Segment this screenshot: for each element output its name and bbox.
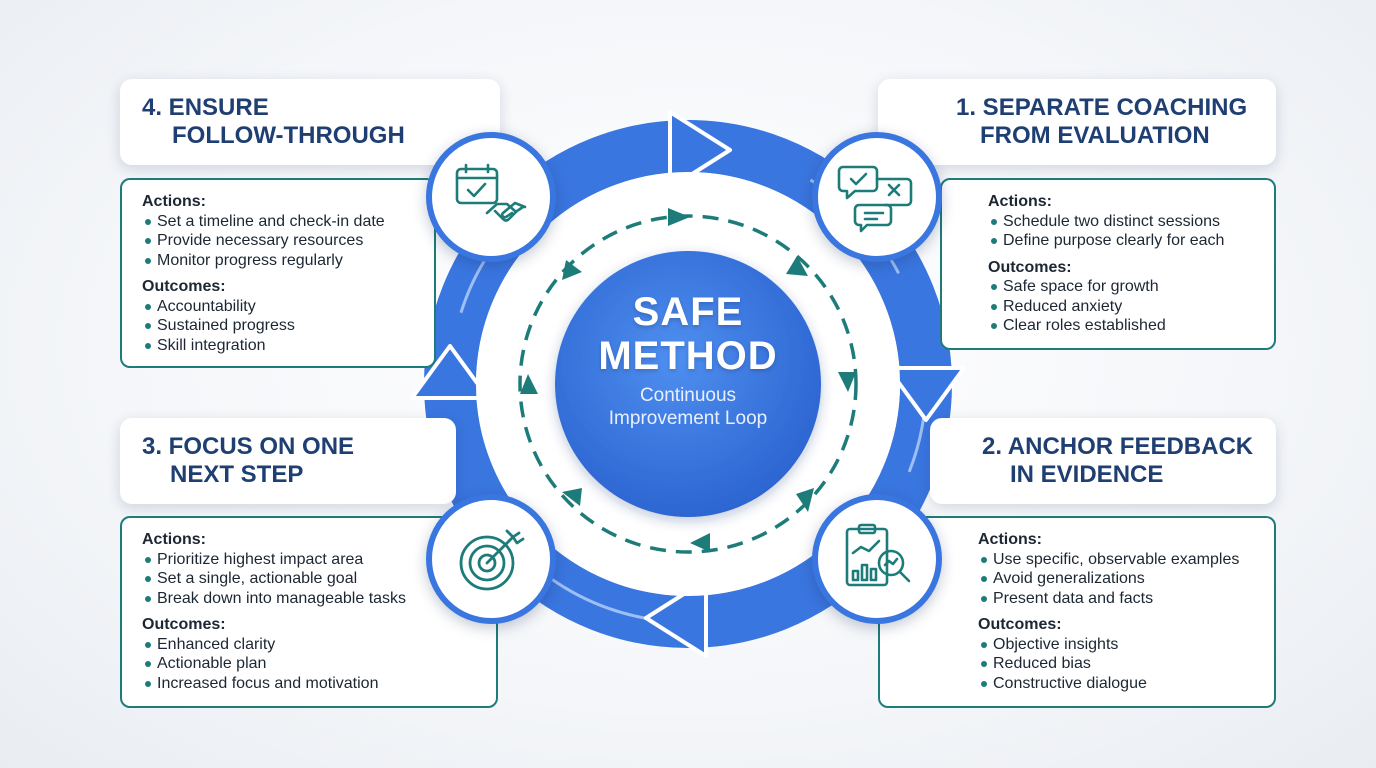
step-4-outcomes-list: Accountability Sustained progress Skill … (142, 297, 434, 356)
step-4-actions-list: Set a timeline and check-in date Provide… (142, 212, 434, 271)
list-item: Define purpose clearly for each (988, 231, 1274, 251)
list-item: Schedule two distinct sessions (988, 212, 1274, 232)
step-4-title-line1: 4. ENSURE (142, 94, 269, 121)
report-magnifier-icon (845, 523, 911, 587)
list-item: Use specific, observable examples (978, 550, 1274, 570)
step-3-icon-circle (426, 494, 556, 624)
list-item: Clear roles established (988, 316, 1274, 336)
step-1-info-box: Actions: Schedule two distinct sessions … (940, 178, 1276, 350)
outer-arrow-left (410, 344, 490, 400)
step-3-title-line2: NEXT STEP (170, 461, 304, 488)
step-4-outcomes-label: Outcomes: (142, 278, 226, 295)
step-3-info-box: Actions: Prioritize highest impact area … (120, 516, 498, 708)
center-disc (555, 251, 821, 517)
list-item: Safe space for growth (988, 277, 1274, 297)
step-4-info-box: Actions: Set a timeline and check-in dat… (120, 178, 436, 368)
step-3-title-line1: 3. FOCUS ON ONE (142, 433, 355, 460)
step-4-title-line2: FOLLOW-THROUGH (172, 122, 405, 149)
step-1-actions-label: Actions: (988, 193, 1052, 210)
list-item: Enhanced clarity (142, 635, 496, 655)
step-2-outcomes-label: Outcomes: (978, 616, 1062, 633)
step-2-title-line2: IN EVIDENCE (1010, 461, 1164, 488)
list-item: Prioritize highest impact area (142, 550, 496, 570)
step-2-info-box: Actions: Use specific, observable exampl… (878, 516, 1276, 708)
list-item: Accountability (142, 297, 434, 317)
step-1-title-card: 1. SEPARATE COACHING FROM EVALUATION (878, 79, 1276, 165)
step-2-actions-list: Use specific, observable examples Avoid … (978, 550, 1274, 609)
list-item: Reduced bias (978, 654, 1274, 674)
list-item: Monitor progress regularly (142, 251, 434, 271)
center-label: SAFE METHOD Continuous Improvement Loop (560, 290, 816, 430)
calendar-handshake-icon (455, 163, 527, 222)
chat-bubbles-icon (837, 165, 913, 233)
step-1-icon-circle (812, 132, 942, 262)
list-item: Objective insights (978, 635, 1274, 655)
step-4-actions-label: Actions: (142, 193, 206, 210)
step-2-outcomes-list: Objective insights Reduced bias Construc… (978, 635, 1274, 694)
list-item: Actionable plan (142, 654, 496, 674)
list-item: Avoid generalizations (978, 569, 1274, 589)
outer-arrow-top (668, 110, 732, 190)
step-4-title-card: 4. ENSURE FOLLOW-THROUGH (120, 79, 500, 165)
step-3-actions-label: Actions: (142, 531, 206, 548)
list-item: Sustained progress (142, 316, 434, 336)
list-item: Reduced anxiety (988, 297, 1274, 317)
list-item: Set a timeline and check-in date (142, 212, 434, 232)
step-1-title-line2: FROM EVALUATION (980, 122, 1210, 149)
outer-arrow-bottom (644, 578, 708, 658)
step-1-outcomes-list: Safe space for growth Reduced anxiety Cl… (988, 277, 1274, 336)
outer-ring (410, 110, 966, 658)
list-item: Present data and facts (978, 589, 1274, 609)
outer-arrow-right (886, 366, 966, 422)
list-item: Skill integration (142, 336, 434, 356)
step-1-title-line1: 1. SEPARATE COACHING (956, 94, 1248, 121)
step-2-actions-label: Actions: (978, 531, 1042, 548)
list-item: Break down into manageable tasks (142, 589, 496, 609)
step-2-title-card: 2. ANCHOR FEEDBACK IN EVIDENCE (930, 418, 1276, 504)
center-title-line2: METHOD (598, 334, 778, 378)
list-item: Provide necessary resources (142, 231, 434, 251)
step-3-outcomes-list: Enhanced clarity Actionable plan Increas… (142, 635, 496, 694)
list-item: Set a single, actionable goal (142, 569, 496, 589)
step-3-outcomes-label: Outcomes: (142, 616, 226, 633)
list-item: Constructive dialogue (978, 674, 1274, 694)
step-1-actions-list: Schedule two distinct sessions Define pu… (988, 212, 1274, 251)
inner-dashed-ring (518, 208, 858, 554)
list-item: Increased focus and motivation (142, 674, 496, 694)
step-3-title-card: 3. FOCUS ON ONE NEXT STEP (120, 418, 456, 504)
step-4-icon-circle (426, 132, 556, 262)
target-icon (459, 529, 525, 591)
step-2-title-line1: 2. ANCHOR FEEDBACK (982, 433, 1254, 460)
center-title-line1: SAFE (632, 290, 744, 334)
step-1-outcomes-label: Outcomes: (988, 258, 1072, 276)
step-3-actions-list: Prioritize highest impact area Set a sin… (142, 550, 496, 609)
step-2-icon-circle (812, 494, 942, 624)
center-subtitle: Continuous Improvement Loop (608, 385, 768, 429)
